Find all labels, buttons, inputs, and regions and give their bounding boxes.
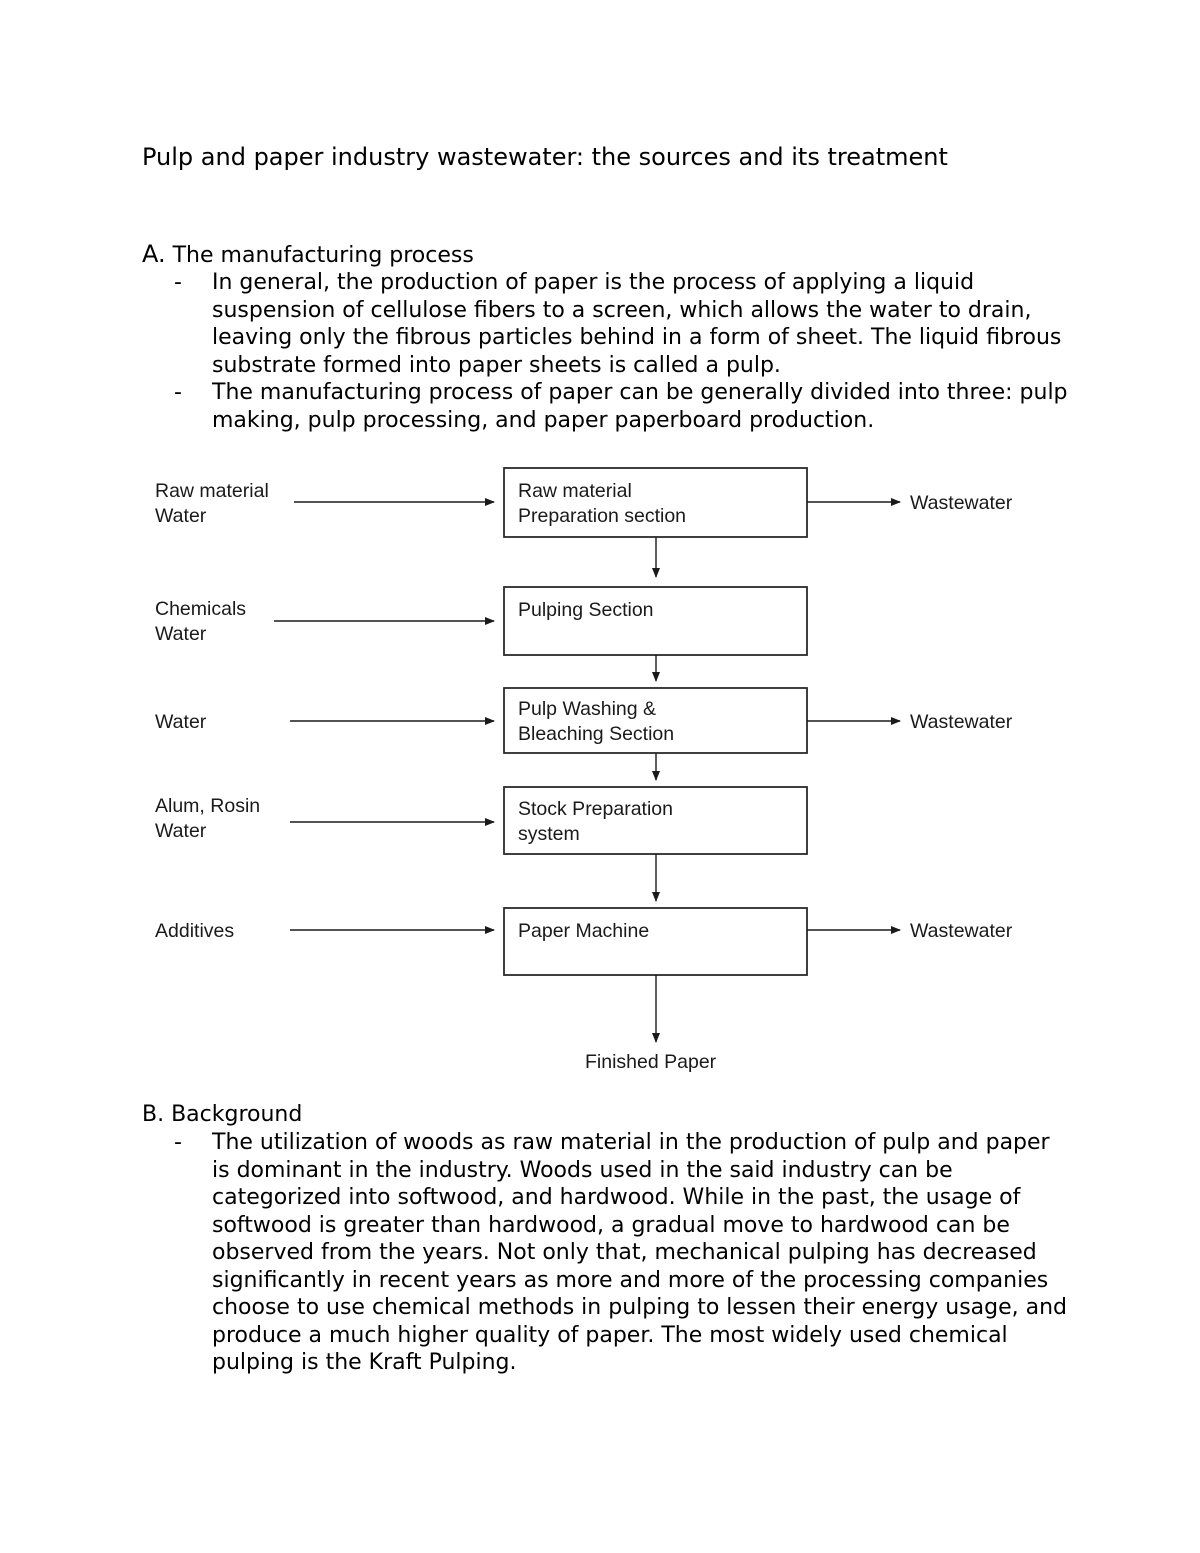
bullet-dash: - xyxy=(174,1130,182,1155)
bullet-dash: - xyxy=(174,270,182,295)
input-label: Raw material xyxy=(155,480,269,502)
process-box-label: Stock Preparation xyxy=(518,798,673,820)
input-label: Additives xyxy=(155,920,234,942)
process-box xyxy=(503,586,808,656)
input-label: Water xyxy=(155,623,207,645)
input-label: Alum, Rosin xyxy=(155,795,260,817)
final-output-label: Finished Paper xyxy=(585,1051,717,1073)
process-box-label: Pulp Washing & xyxy=(518,698,656,720)
process-box xyxy=(503,907,808,976)
process-box-label: Paper Machine xyxy=(518,920,649,942)
page-title: Pulp and paper industry wastewater: the … xyxy=(142,143,948,171)
input-label: Water xyxy=(155,505,207,527)
list-item: - In general, the production of paper is… xyxy=(174,269,1074,379)
bullet-dash: - xyxy=(174,380,182,405)
process-box xyxy=(503,467,808,538)
output-label: Wastewater xyxy=(910,920,1013,942)
process-box-label: system xyxy=(518,823,580,845)
process-flow-diagram: Raw material Water Chemicals Water Water… xyxy=(155,467,1013,1073)
section-a-heading-text: The manufacturing process xyxy=(165,243,474,268)
input-label: Chemicals xyxy=(155,598,246,620)
list-item: - The utilization of woods as raw materi… xyxy=(174,1129,1074,1377)
section-a-heading: A. The manufacturing process xyxy=(142,240,474,270)
process-box-label: Pulping Section xyxy=(518,599,654,621)
output-label: Wastewater xyxy=(910,711,1013,733)
bullet-text: The utilization of woods as raw material… xyxy=(212,1130,1068,1375)
process-box xyxy=(503,786,808,855)
section-b-heading: B. Background xyxy=(142,1102,303,1127)
bullet-text: In general, the production of paper is t… xyxy=(212,270,1062,378)
input-label: Water xyxy=(155,711,207,733)
bullet-text: The manufacturing process of paper can b… xyxy=(212,380,1068,433)
output-label: Wastewater xyxy=(910,492,1013,514)
section-a-letter: A. xyxy=(142,240,166,268)
process-box-label: Preparation section xyxy=(518,505,686,527)
process-box-label: Raw material xyxy=(518,480,632,502)
input-label: Water xyxy=(155,820,207,842)
process-box-label: Bleaching Section xyxy=(518,723,674,745)
list-item: - The manufacturing process of paper can… xyxy=(174,379,1074,434)
